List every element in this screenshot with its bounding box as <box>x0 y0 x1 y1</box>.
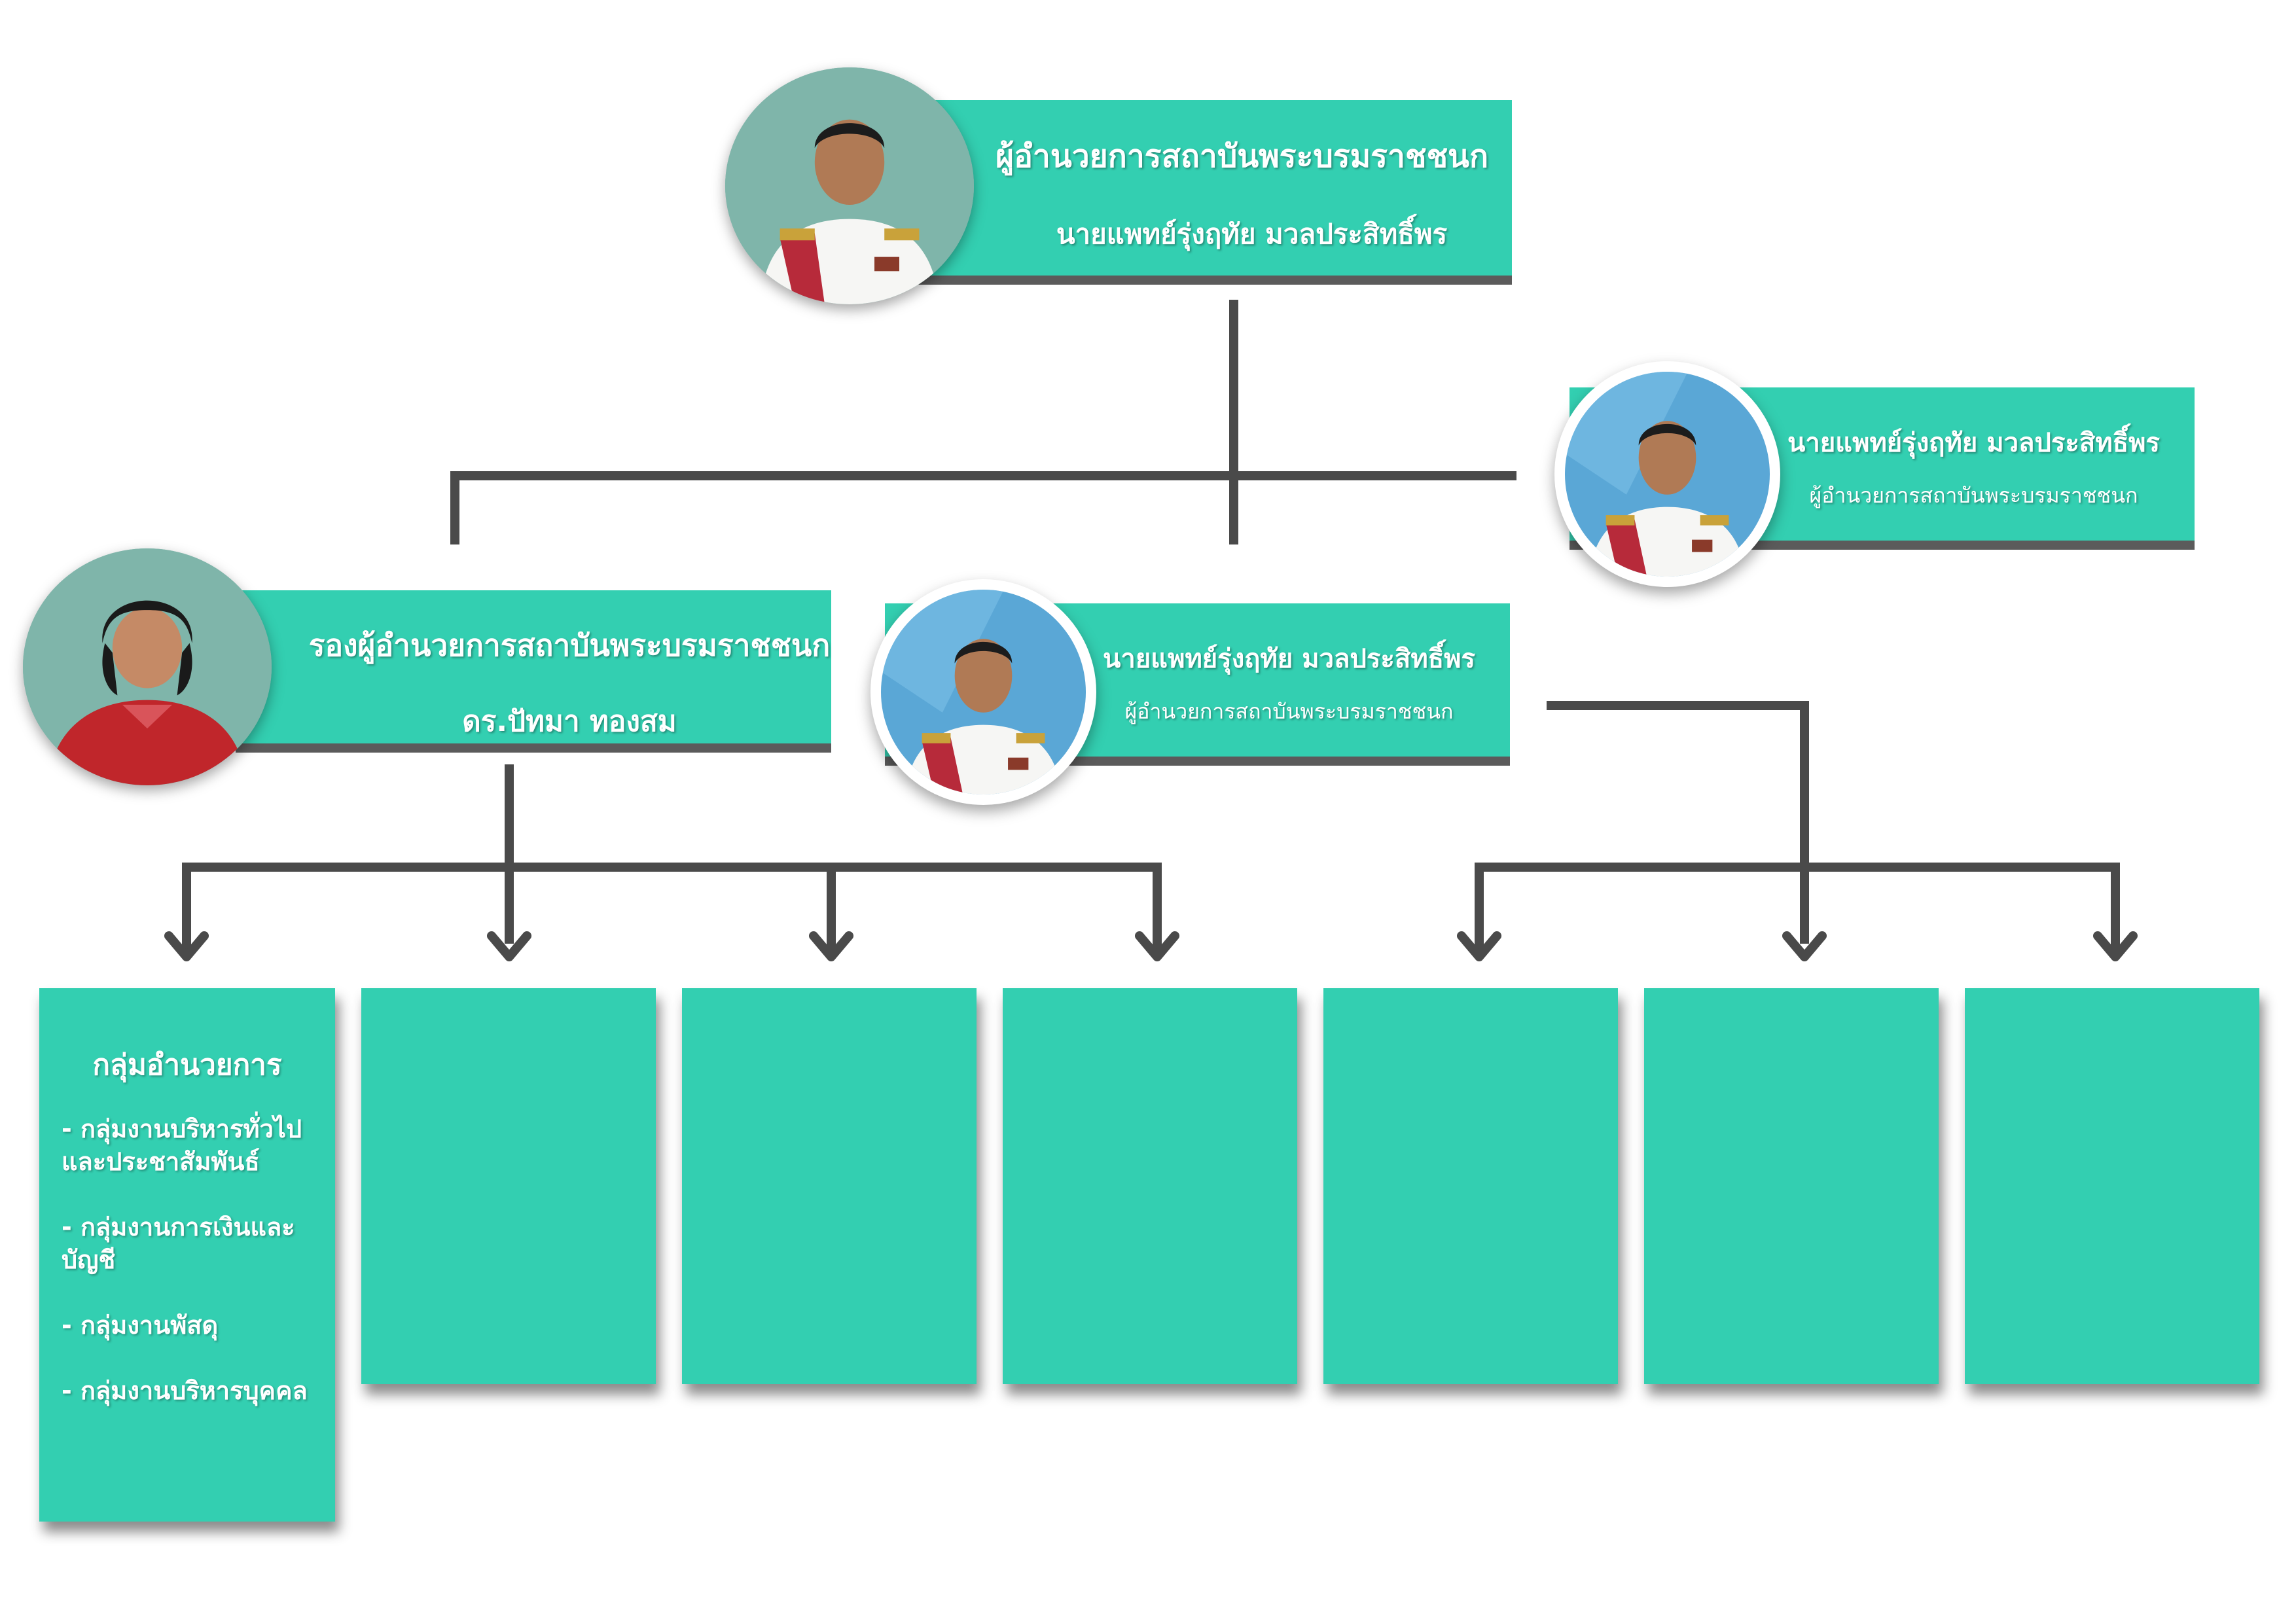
director-avatar <box>725 67 974 304</box>
group-item: - กลุ่มงานการเงินและบัญชี <box>62 1213 295 1274</box>
director-name: นายแพทย์รุ่งฤทัย มวลประสิทธิ์พร <box>1056 218 1448 250</box>
group-title: กลุ่มอำนวยการ <box>92 1048 282 1082</box>
arrow-down-icon <box>1457 931 1501 961</box>
group-box-5 <box>1323 988 1618 1384</box>
deputy-left-banner: รองผู้อำนวยการสถาบันพระบรมราชชนก ดร.ปัทม… <box>236 590 831 753</box>
arrow-down-icon <box>1135 931 1179 961</box>
group-box-7 <box>1965 988 2259 1384</box>
group-item: - กลุ่มงานบริหารบุคคล <box>62 1376 308 1405</box>
group-item: - กลุ่มงานบริหารทั่วไปและประชาสัมพันธ์ <box>62 1115 302 1176</box>
arrow-down-icon <box>487 931 531 961</box>
group-item-list: - กลุ่มงานบริหารทั่วไปและประชาสัมพันธ์ -… <box>62 1113 322 1440</box>
deputy-right-avatar <box>1554 361 1780 587</box>
group-box-2 <box>361 988 656 1384</box>
deputy-center-title: ผู้อำนวยการสถาบันพระบรมราชชนก <box>1124 699 1454 724</box>
deputy-right-name: นายแพทย์รุ่งฤทัย มวลประสิทธิ์พร <box>1787 428 2160 458</box>
deputy-left-avatar <box>23 548 272 785</box>
director-title: ผู้อำนวยการสถาบันพระบรมราชชนก <box>995 138 1489 175</box>
group-box-3 <box>682 988 977 1384</box>
arrow-down-icon <box>164 931 209 961</box>
group-item: - กลุ่มงานพัสดุ <box>62 1311 219 1340</box>
arrow-down-icon <box>1782 931 1827 961</box>
deputy-left-name: ดร.ปัทมา ทองสม <box>462 705 677 738</box>
deputy-right-title: ผู้อำนวยการสถาบันพระบรมราชชนก <box>1809 483 2138 508</box>
deputy-left-title: รองผู้อำนวยการสถาบันพระบรมราชชนก <box>308 628 831 663</box>
deputy-center-name: นายแพทย์รุ่งฤทัย มวลประสิทธิ์พร <box>1103 644 1475 674</box>
group-box-4 <box>1003 988 1297 1384</box>
deputy-center-avatar <box>870 579 1096 805</box>
arrow-down-icon <box>809 931 853 961</box>
group-box-admin: กลุ่มอำนวยการ - กลุ่มงานบริหารทั่วไปและป… <box>39 988 335 1522</box>
arrow-down-icon <box>2093 931 2138 961</box>
director-banner: ผู้อำนวยการสถาบันพระบรมราชชนก นายแพทย์รุ… <box>913 100 1512 285</box>
group-box-6 <box>1644 988 1939 1384</box>
